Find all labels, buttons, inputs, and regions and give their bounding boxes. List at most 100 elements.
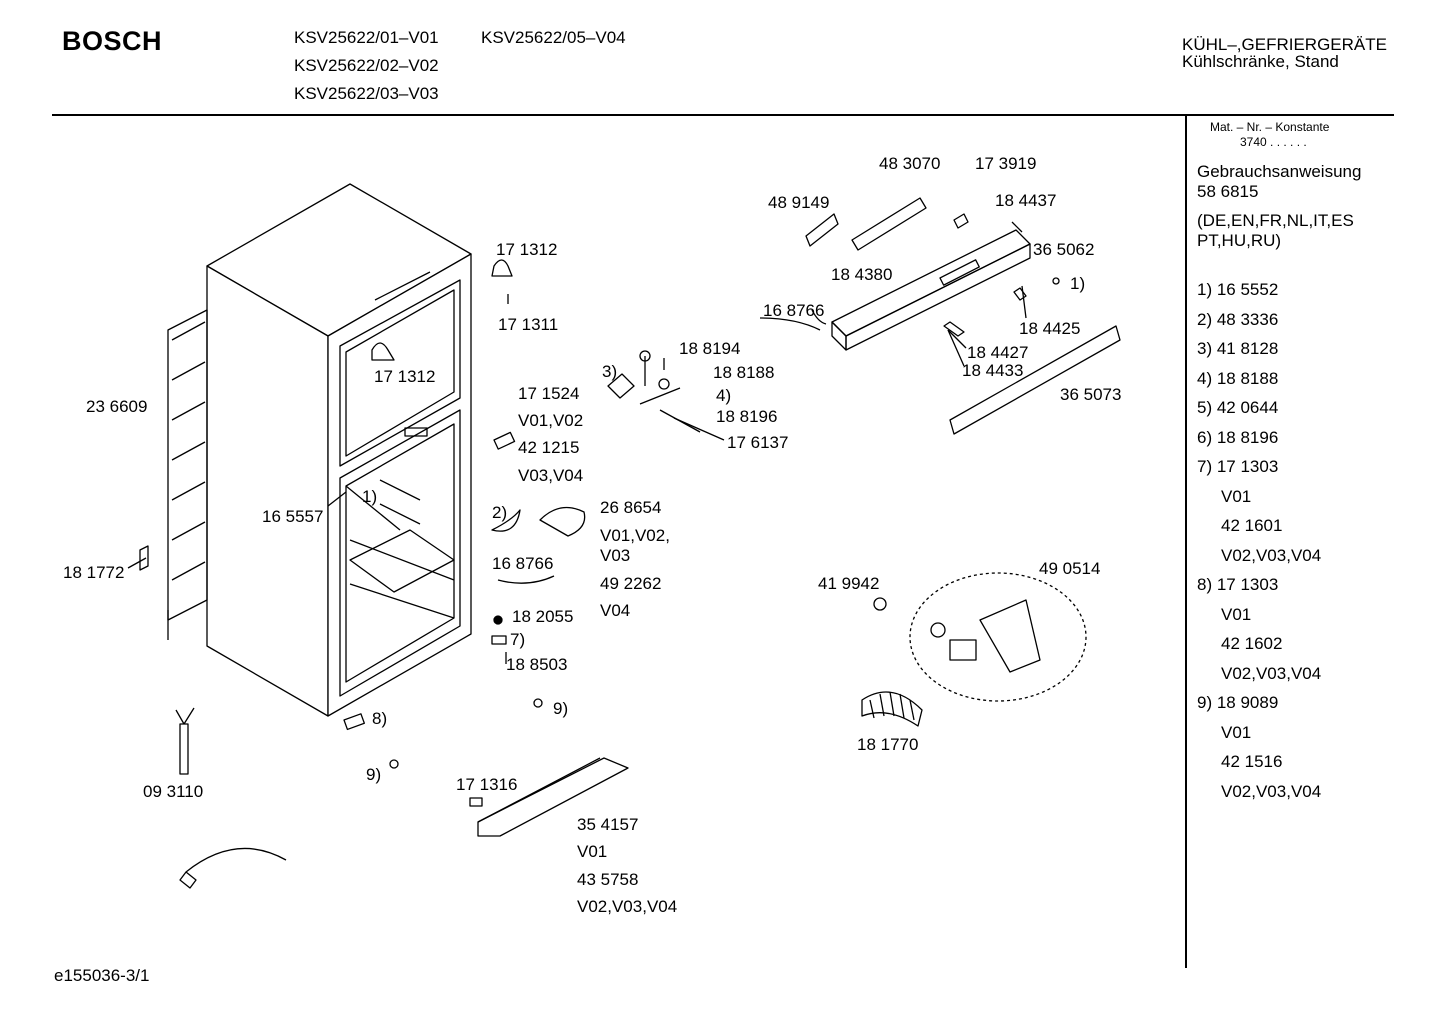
mat-value: 3740 . . . . . . (1240, 135, 1307, 149)
footnote-item: 42 1601 (1221, 516, 1283, 535)
part-number-label: 36 5062 (1033, 240, 1094, 259)
part-number-label: 49 0514 (1039, 559, 1100, 578)
footnote-item: 7) 17 1303 (1197, 457, 1279, 476)
part-number-label: 18 1770 (857, 735, 918, 754)
footnote-item: V01 (1221, 486, 1252, 506)
part-number-label: 17 1524 (518, 384, 579, 403)
exploded-parts-diagram: 48 3070 17 3919 48 9149 18 4437 36 5062 1) 18 … (63, 154, 1121, 916)
part-number-label: 18 8194 (679, 339, 740, 358)
brand-logo: BOSCH (62, 26, 163, 56)
footnote-item: 6) 18 8196 (1197, 427, 1279, 447)
front-plinth (477, 757, 629, 837)
part-number-label: V02,V03,V04 (577, 897, 677, 916)
bracket-part (607, 373, 635, 399)
part-number-label: 17 6137 (727, 433, 788, 452)
condenser-coil (167, 309, 208, 640)
footnote-item: V02,V03,V04 (1221, 781, 1322, 801)
part-number-label: 18 1772 (63, 563, 124, 582)
footnote-item: V01 (1221, 604, 1252, 624)
part-number-label: 7) (510, 630, 525, 649)
part-number-label: 35 4157 (577, 815, 638, 834)
part-number-label: 41 9942 (818, 574, 879, 593)
footnote-item: 42 1602 (1221, 634, 1283, 653)
part-number-label: 17 1316 (456, 775, 517, 794)
part-number-label: 9) (553, 699, 568, 718)
footnote-item: V02,V03,V04 (1221, 545, 1322, 565)
part-number-label: 49 2262 (600, 574, 661, 593)
part-number-label: 18 4425 (1019, 319, 1080, 338)
footnote-item: 2) 48 3336 (1197, 309, 1279, 329)
category-subtitle: Kühlschränke, Stand (1182, 52, 1339, 71)
seal-part (491, 509, 521, 532)
part-number-label: V01,V02, (600, 526, 670, 545)
control-cover-strip (949, 325, 1121, 435)
part-number-label: 23 6609 (86, 397, 147, 416)
fan-cover (539, 506, 586, 537)
manual-languages: PT,HU,RU) (1197, 231, 1282, 250)
fan-grille (861, 691, 923, 727)
part-number-label: 4) (716, 386, 731, 405)
model-number: KSV25622/03–V03 (294, 84, 439, 103)
hinge-part (491, 259, 513, 277)
part-number-label: 18 4437 (995, 191, 1056, 210)
part-number-label: 16 5557 (262, 507, 323, 526)
part-number-label: V03 (600, 546, 630, 565)
part-number-label: 18 8188 (713, 363, 774, 382)
part-number-label: 17 1312 (374, 367, 435, 386)
part-number-label: 1) (1070, 274, 1085, 293)
control-panel-housing (831, 229, 1031, 351)
part-number-label: V01,V02 (518, 411, 583, 430)
footnote-item: 1) 16 5552 (1197, 280, 1279, 299)
footnote-item: 4) 18 8188 (1197, 368, 1279, 388)
footnote-item: V02,V03,V04 (1221, 663, 1322, 683)
header-divider (52, 114, 1394, 116)
part-number-label: 2) (492, 503, 507, 522)
footnote-item: V01 (1221, 722, 1252, 742)
capacitor (175, 707, 195, 775)
footnote-item: 3) 41 8128 (1197, 339, 1279, 358)
control-board (805, 197, 927, 251)
part-number-label: 42 1215 (518, 438, 579, 457)
power-cord (185, 847, 287, 873)
part-number-label: 1) (362, 487, 377, 506)
part-number-label: 16 8766 (763, 301, 824, 320)
part-number-label: 48 9149 (768, 193, 829, 212)
part-number-label: V01 (577, 842, 607, 861)
part-number-label: 43 5758 (577, 870, 638, 889)
footnote-item: 8) 17 1303 (1197, 575, 1279, 594)
part-number-label: 8) (372, 709, 387, 728)
part-number-label: 26 8654 (600, 498, 661, 517)
part-number-label: V04 (600, 601, 630, 620)
mat-label: Mat. – Nr. – Konstante (1210, 120, 1330, 134)
part-number-label: 3) (602, 362, 617, 381)
part-number-label: 18 4380 (831, 265, 892, 284)
fan-assembly-detail (909, 572, 1087, 702)
model-number: KSV25622/02–V02 (294, 56, 439, 75)
bracket-part (139, 545, 149, 571)
part-number-label: 48 3070 (879, 154, 940, 173)
drawing-code: e155036-3/1 (54, 966, 150, 985)
part-number-label: V03,V04 (518, 466, 583, 485)
category-title: KÜHL–,GEFRIERGERÄTE (1182, 35, 1387, 54)
manual-title: Gebrauchsanweisung (1197, 162, 1362, 181)
part-number-label: 17 3919 (975, 154, 1036, 173)
model-number: KSV25622/05–V04 (481, 28, 626, 47)
part-number-label: 18 8503 (506, 655, 567, 674)
footnote-item: 9) 18 9089 (1197, 693, 1279, 712)
part-number-label: 18 4433 (962, 361, 1023, 380)
part-number-label: 18 4427 (967, 343, 1028, 362)
part-number-label: 18 8196 (716, 407, 777, 426)
footnote-item: 42 1516 (1221, 752, 1283, 771)
footnote-item: 5) 42 0644 (1197, 398, 1279, 417)
part-number-label: 17 1311 (498, 315, 558, 334)
part-number-label: 09 3110 (143, 782, 203, 801)
part-number-label: 16 8766 (492, 554, 553, 573)
part-number-label: 17 1312 (496, 240, 557, 259)
manual-number: 58 6815 (1197, 182, 1259, 201)
refrigerator-cabinet (206, 183, 472, 717)
part-number-label: 36 5073 (1060, 385, 1121, 404)
model-number: KSV25622/01–V01 (294, 28, 439, 47)
sidebar-divider (1185, 116, 1187, 968)
part-number-label: 9) (366, 765, 381, 784)
part-number-label: 18 2055 (512, 607, 573, 626)
